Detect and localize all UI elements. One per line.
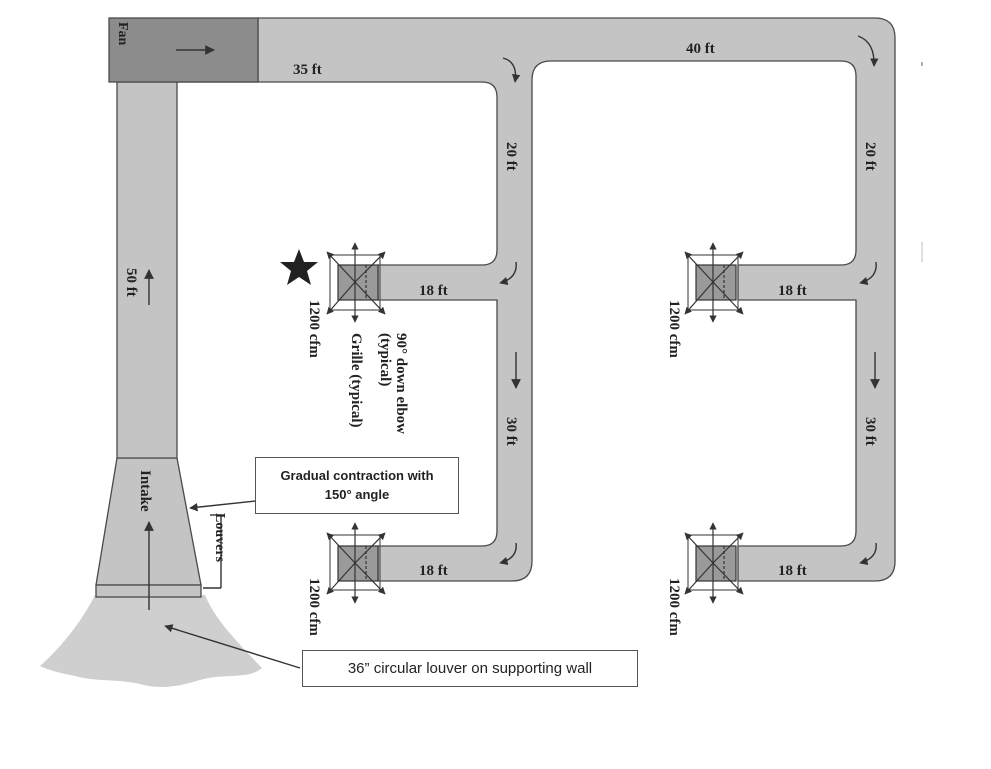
star-icon xyxy=(280,249,318,285)
fan-label: Fan xyxy=(115,22,130,46)
branch-length-top-right: 18 ft xyxy=(778,283,807,299)
louver-callout: 36” circular louver on supporting wall xyxy=(302,650,638,687)
duct-length-30-left: 30 ft xyxy=(503,417,519,446)
airflow-bottom-left: 1200 cfm xyxy=(306,578,322,636)
branch-length-bottom-left: 18 ft xyxy=(419,563,448,579)
flow-arrows xyxy=(144,35,880,669)
supporting-wall-shape xyxy=(40,595,262,687)
airflow-bottom-right: 1200 cfm xyxy=(666,578,682,636)
duct-length-20-left: 20 ft xyxy=(503,142,519,171)
louvers-label: Louvers xyxy=(212,513,227,563)
grille-bottom-left xyxy=(326,522,386,604)
duct-length-30-right: 30 ft xyxy=(862,417,878,446)
intake-label: Intake xyxy=(137,470,153,512)
duct-length-35: 35 ft xyxy=(293,62,322,78)
branch-length-top-left: 18 ft xyxy=(419,283,448,299)
contraction-callout: Gradual contraction with 150° angle xyxy=(255,457,459,514)
airflow-top-left: 1200 cfm xyxy=(306,300,322,358)
duct-length-50: 50 ft xyxy=(123,268,139,297)
airflow-top-right: 1200 cfm xyxy=(666,300,682,358)
grille-label: Grille (typical) xyxy=(348,333,364,428)
grille-top-right xyxy=(684,242,744,323)
duct-network xyxy=(116,17,896,582)
contraction-callout-line1: Gradual contraction with xyxy=(280,468,434,483)
elbow-label-line1: 90° down elbow xyxy=(393,333,409,434)
grille-bottom-right xyxy=(684,522,744,604)
branch-length-bottom-right: 18 ft xyxy=(778,563,807,579)
grille-top-left xyxy=(326,242,386,323)
duct-length-20-right: 20 ft xyxy=(862,142,878,171)
duct-length-40: 40 ft xyxy=(686,41,715,57)
contraction-callout-line2: 150° angle xyxy=(324,487,390,502)
elbow-label-line2: (typical) xyxy=(377,333,393,386)
